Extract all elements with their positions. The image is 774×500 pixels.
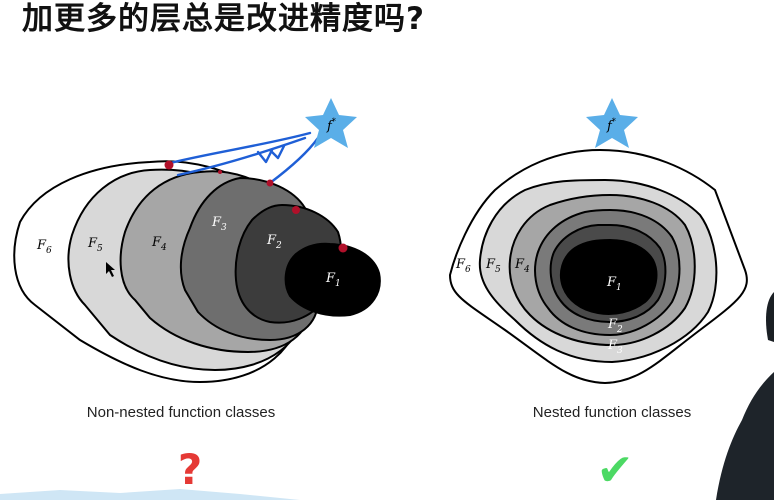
target-star-right: f*	[586, 98, 638, 148]
annotation-line-2	[176, 136, 307, 177]
target-star-left: f*	[305, 98, 357, 148]
presenter-head	[766, 292, 774, 342]
non-nested-diagram	[13, 160, 381, 384]
annotation-dot	[266, 179, 274, 187]
class-f1-region	[559, 238, 658, 315]
nested-diagram	[448, 148, 748, 385]
bottom-decoration	[0, 489, 300, 500]
label-f2: F2	[266, 233, 282, 251]
annotation-dot	[218, 170, 222, 174]
label-f6: F6	[36, 238, 52, 256]
star-icon	[586, 98, 638, 148]
target-label: f*	[606, 117, 616, 134]
label-f3: F3	[607, 338, 623, 356]
slide-title: 加更多的层总是改进精度吗?	[22, 1, 425, 37]
annotation-dots	[164, 160, 348, 253]
label-f6: F6	[455, 257, 471, 275]
checkmark-icon: ✔	[596, 445, 634, 496]
mouse-cursor-icon	[106, 262, 115, 277]
class-f1-region	[284, 242, 381, 317]
question-mark-icon: ?	[177, 445, 203, 494]
handwritten-annotations	[168, 131, 320, 185]
presenter-video-overlay	[716, 292, 774, 500]
caption-nested: Nested function classes	[532, 404, 692, 421]
annotation-dot	[292, 206, 300, 214]
presenter-silhouette	[716, 372, 774, 500]
label-f5: F5	[87, 236, 103, 254]
label-f2: F2	[607, 317, 623, 335]
caption-non-nested: Non-nested function classes	[86, 404, 276, 421]
label-f5: F5	[485, 257, 501, 275]
label-f1: F1	[325, 271, 341, 289]
label-f4: F4	[151, 235, 167, 253]
annotation-dot	[164, 160, 174, 170]
label-f4: F4	[514, 257, 530, 275]
label-f1: F1	[606, 275, 622, 293]
target-label: f*	[326, 117, 336, 134]
non-nested-labels: F6 F5 F4 F3 F2 F1	[36, 215, 341, 289]
annotation-line-1	[168, 131, 312, 165]
decorative-wave	[0, 489, 300, 500]
annotation-line-3	[268, 136, 320, 185]
star-icon	[305, 98, 357, 148]
nested-labels: F6 F5 F4 F1 F2 F3	[455, 257, 623, 356]
annotation-scribble	[256, 144, 286, 164]
annotation-dot	[338, 243, 348, 253]
label-f3: F3	[211, 215, 227, 233]
